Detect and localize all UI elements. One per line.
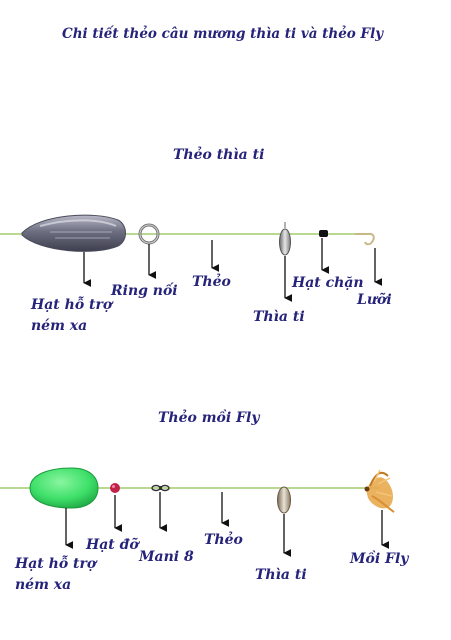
label-ring: Ring nối: [111, 283, 178, 299]
label-swivel: Mani 8: [139, 549, 194, 565]
label-casting-float-2b: ném xa: [15, 577, 72, 593]
spoon-rig-heading: Thẻo thìa ti: [173, 147, 265, 163]
support-bead: [110, 483, 120, 493]
label-spoon-fly: Thìa ti: [255, 567, 307, 583]
spoon-lure-fly-rig: [277, 486, 291, 514]
stopper-bead: [319, 230, 328, 237]
fly-lure: [364, 469, 395, 513]
label-hook: Lưỡi: [357, 292, 392, 308]
label-leader: Thẻo: [192, 274, 231, 290]
label-casting-float-2: Hạt hỗ trợ: [15, 556, 97, 572]
diagram-title: Chi tiết thẻo câu mương thìa ti và thẻo …: [62, 26, 384, 42]
label-leader-fly: Thẻo: [204, 532, 243, 548]
fly-rig-heading: Thẻo mồi Fly: [158, 410, 260, 426]
hook: [355, 233, 375, 246]
label-casting-float-1: Hạt hỗ trợ: [31, 297, 113, 313]
casting-float-gray: [21, 214, 126, 252]
label-bead: Hạt đỡ: [86, 537, 139, 553]
swivel-mani8: [151, 484, 170, 492]
label-stopper: Hạt chặn: [292, 275, 364, 291]
label-spoon: Thìa ti: [253, 309, 305, 325]
label-casting-float-1b: ném xa: [31, 318, 88, 334]
casting-float-green: [29, 467, 99, 509]
label-fly: Mồi Fly: [350, 551, 409, 567]
spoon-lure: [279, 222, 291, 256]
